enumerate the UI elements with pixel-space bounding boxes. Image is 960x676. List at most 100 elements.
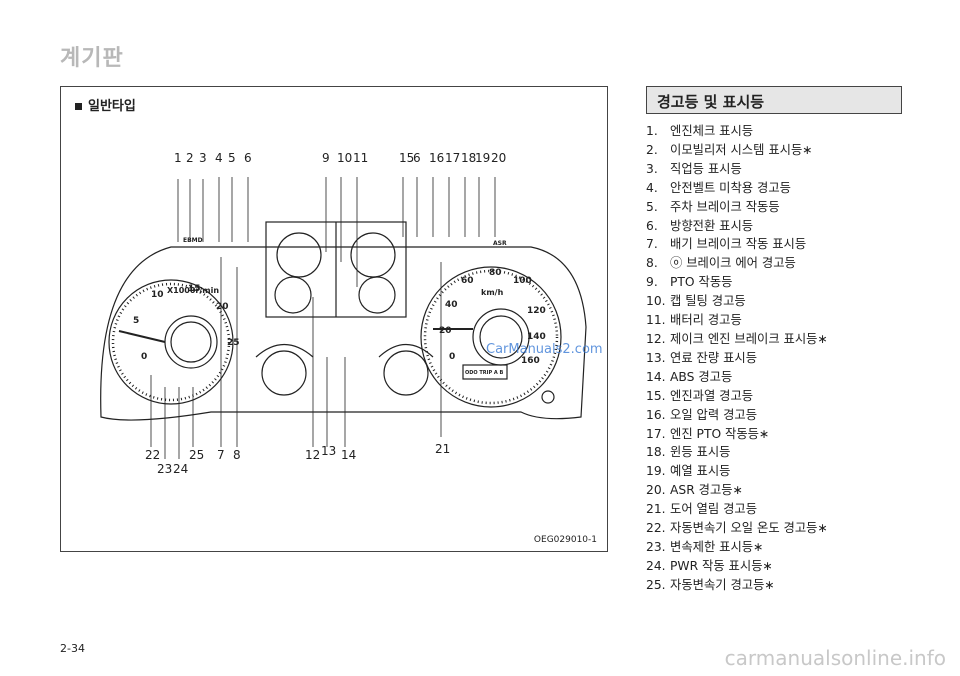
legend-item-number: 13. [646, 350, 666, 365]
legend-item-number: 5. [646, 199, 658, 214]
asr-icon-text: ASR [493, 240, 507, 247]
legend-item-text: 자동변속기 경고등∗ [670, 577, 775, 592]
legend-item-number: 10. [646, 294, 666, 309]
callout-number: 14 [341, 448, 356, 462]
callout-number: 23 [157, 462, 172, 476]
legend-item-text: 연료 잔량 표시등 [670, 350, 758, 365]
legend-item-number: 25. [646, 577, 666, 592]
callout-number: 18 [461, 151, 476, 165]
legend-item: 24.PWR 작동 표시등∗ [646, 557, 828, 576]
legend-item-text: PWR 작동 표시등∗ [670, 558, 773, 573]
speed-tick-label: 40 [445, 300, 458, 310]
speedometer-dial [420, 266, 562, 408]
callout-number: 12 [305, 448, 320, 462]
legend-item-number: 18. [646, 445, 666, 460]
legend-item: 23.변속제한 표시등∗ [646, 538, 828, 557]
callout-number: 9 [322, 151, 330, 165]
legend-item-text: 배기 브레이크 작동 표시등 [670, 237, 807, 252]
legend-item: 14.ABS 경고등 [646, 368, 828, 387]
legend-item-text: ASR 경고등∗ [670, 483, 743, 498]
tachometer-needle [118, 330, 166, 343]
gauge-bottom-left [274, 276, 312, 314]
callout-number: 22 [145, 448, 160, 462]
legend-item-number: 1. [646, 124, 658, 138]
legend-item-text: 안전벨트 미착용 경고등 [670, 180, 791, 195]
legend-item: 13. 연료 잔량 표시등 [646, 349, 828, 368]
tach-tick-label: 10 [151, 290, 164, 300]
callout-number: 6 [413, 151, 421, 165]
legend-item-number: 4. [646, 180, 658, 195]
legend-item: 25. 자동변속기 경고등∗ [646, 576, 828, 595]
legend-item: 10. 캡 틸팅 경고등 [646, 292, 828, 311]
callout-number: 2 [186, 151, 194, 165]
legend-item-number: 20. [646, 483, 666, 498]
legend-item: 17.엔진 PTO 작동등∗ [646, 425, 828, 444]
callout-number: 1 [174, 151, 182, 165]
legend-item-number: 2. [646, 142, 658, 157]
instrument-panel-figure: 일반타입 [60, 86, 608, 552]
legend-item-text: 예열 표시등 [670, 464, 731, 479]
callout-number: 17 [445, 151, 460, 165]
tach-tick-label: 20 [216, 302, 229, 312]
callout-number: 3 [199, 151, 207, 165]
overlay-watermark: CarManuals2.com [486, 342, 603, 357]
legend-item-text: 도어 열림 경고등 [670, 502, 758, 517]
legend-item: 16. 오일 압력 경고등 [646, 406, 828, 425]
legend-item-number: 22. [646, 521, 666, 536]
speed-tick-label: 60 [461, 276, 474, 286]
legend-item: 21.도어 열림 경고등 [646, 500, 828, 519]
legend-item-number: 7. [646, 237, 658, 252]
callout-number: 20 [491, 151, 506, 165]
legend-item: 9.PTO 작동등 [646, 273, 828, 292]
temperature-gauge [383, 350, 429, 396]
callout-number: 11 [353, 151, 368, 165]
legend-item: 7. 배기 브레이크 작동 표시등 [646, 235, 828, 254]
legend-item-number: 12. [646, 331, 666, 346]
legend-item: 22.자동변속기 오일 온도 경고등∗ [646, 519, 828, 538]
odometer-display [462, 364, 508, 380]
callout-number: 19 [475, 151, 490, 165]
callout-number: 6 [244, 151, 252, 165]
legend-item-text: 엔진체크 표시등 [670, 124, 754, 138]
legend-item-text: ABS 경고등 [670, 369, 733, 384]
legend-item-text: 엔진과열 경고등 [670, 388, 754, 403]
callout-number: 10 [337, 151, 352, 165]
legend-item-number: 6. [646, 218, 658, 233]
legend-item-text: 주차 브레이크 작동등 [670, 199, 780, 214]
speed-tick-label: 100 [513, 276, 532, 286]
callout-number: 5 [228, 151, 236, 165]
speed-tick-label: 140 [527, 332, 546, 342]
legend-item: 5. 주차 브레이크 작동등 [646, 198, 828, 217]
legend-item-text: 배터리 경고등 [670, 313, 742, 328]
legend-item-number: 16. [646, 407, 666, 422]
figure-label: 일반타입 [75, 95, 136, 114]
legend-item-text: 오일 압력 경고등 [670, 407, 758, 422]
tachometer-ticks [111, 282, 231, 402]
gauge-bottom-right [358, 276, 396, 314]
legend-item-text: 변속제한 표시등∗ [670, 539, 764, 554]
legend-item-text: 직업등 표시등 [670, 161, 742, 176]
legend-item: 19. 예열 표시등 [646, 462, 828, 481]
legend-item: 18.윈등 표시등 [646, 443, 828, 462]
section-title: 계기판 [60, 46, 124, 71]
legend-item-text: 캡 틸팅 경고등 [670, 294, 746, 309]
legend-item-number: 19. [646, 464, 666, 479]
legend-item-number: 11. [646, 313, 666, 328]
legend-item-text: ⓞ 브레이크 에어 경고등 [670, 256, 796, 271]
speedometer-hub [479, 315, 523, 359]
trip-reset-knob [541, 390, 555, 404]
callout-number: 25 [189, 448, 204, 462]
legend-item: 6.방향전환 표시등 [646, 217, 828, 236]
fuel-gauge [261, 350, 307, 396]
tach-tick-label: 25 [227, 338, 240, 348]
tachometer-hub [170, 321, 212, 363]
legend-item: 8.ⓞ 브레이크 에어 경고등 [646, 254, 828, 273]
legend-header: 경고등 및 표시등 [646, 86, 902, 114]
legend-item: 15.엔진과열 경고등 [646, 387, 828, 406]
tach-unit: X1000r/min [167, 286, 219, 295]
speed-tick-label: 20 [439, 326, 452, 336]
legend-item-text: 이모빌리저 시스템 표시등∗ [670, 142, 813, 157]
speed-tick-label: 120 [527, 306, 546, 316]
legend-item: 4. 안전벨트 미착용 경고등 [646, 179, 828, 198]
fuel-gauge-arc [255, 344, 314, 358]
